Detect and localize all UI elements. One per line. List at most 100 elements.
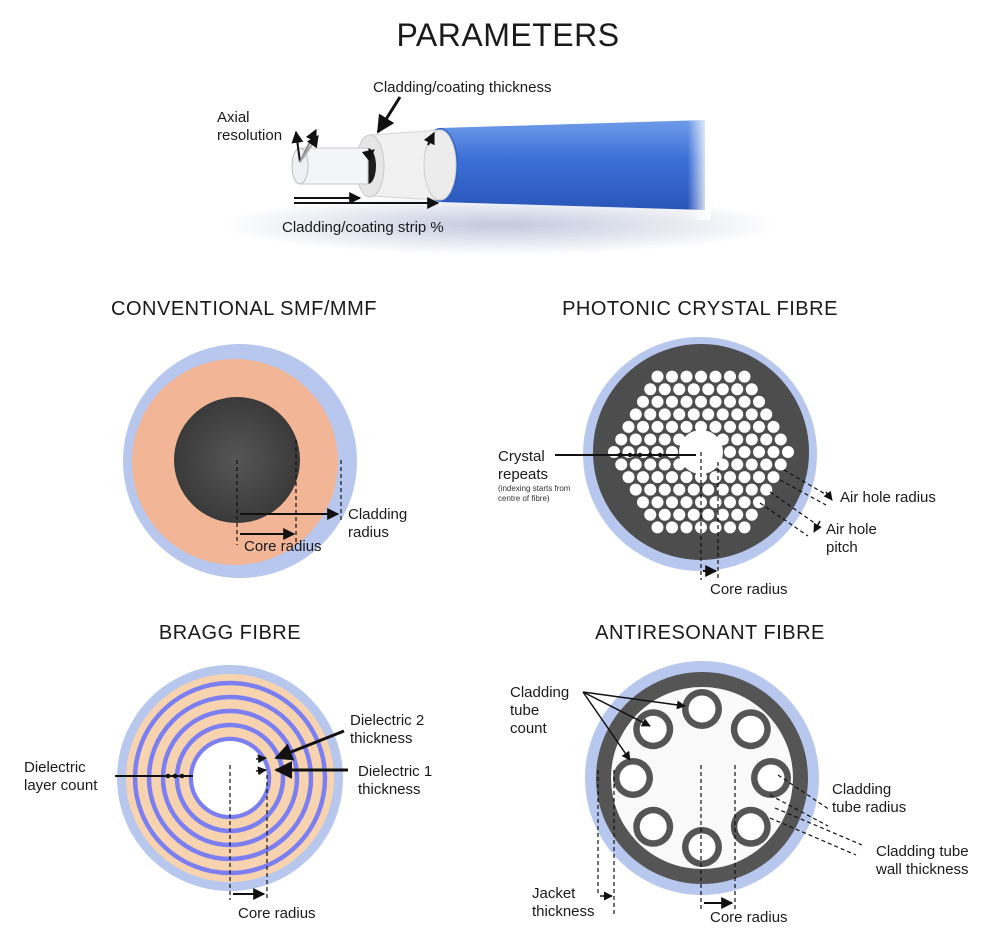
air-hole: [695, 521, 707, 534]
tube-count-label-line2: tube: [510, 702, 539, 719]
air-hole: [709, 370, 722, 383]
bragg-fibre: [115, 665, 348, 900]
air-hole: [658, 483, 671, 496]
air-hole: [695, 471, 707, 484]
air-hole: [666, 370, 678, 383]
air-hole: [666, 446, 678, 458]
heading-antiresonant: ANTIRESONANT FIBRE: [595, 622, 825, 644]
air-hole: [680, 420, 693, 433]
air-hole: [651, 496, 664, 509]
air-hole: [680, 370, 693, 383]
air-hole: [731, 383, 744, 396]
air-hole: [651, 521, 664, 534]
air-hole: [702, 483, 715, 496]
air-hole: [702, 383, 715, 396]
air-hole: [666, 395, 678, 408]
air-hole: [658, 433, 671, 446]
tube-radius-label-line1: Cladding: [832, 781, 891, 798]
air-hole: [644, 508, 657, 521]
bragg-core-radius-label: Core radius: [238, 905, 316, 922]
air-hole: [673, 408, 686, 421]
air-hole: [731, 433, 744, 446]
air-hole: [753, 471, 765, 484]
air-hole: [687, 383, 700, 396]
tube-count-label-line3: count: [510, 720, 548, 737]
dielectric-1-label-line2: thickness: [358, 781, 421, 798]
air-hole: [666, 496, 678, 509]
air-hole: [637, 395, 649, 408]
air-hole: [716, 383, 729, 396]
air-hole: [760, 483, 773, 496]
pcf-core-radius-label: Core radius: [710, 581, 788, 598]
heading-photonic: PHOTONIC CRYSTAL FIBRE: [562, 298, 838, 320]
air-hole: [760, 433, 773, 446]
heading-bragg: BRAGG FIBRE: [159, 622, 301, 644]
conventional-fibre: [123, 344, 357, 578]
air-hole: [615, 433, 628, 446]
air-hole: [753, 446, 765, 458]
page-title: PARAMETERS: [396, 17, 619, 53]
wall-thickness-label-line2: wall thickness: [875, 861, 969, 878]
tube-radius-label-line2: tube radius: [832, 799, 906, 816]
crystal-repeats-label-line2: repeats: [498, 466, 548, 483]
air-hole: [738, 395, 751, 408]
air-hole: [687, 408, 700, 421]
air-hole: [666, 471, 678, 484]
air-hole: [767, 420, 780, 433]
air-hole: [724, 395, 736, 408]
crystal-repeats-label-line1: Crystal: [498, 448, 545, 465]
air-hole: [716, 483, 729, 496]
air-hole: [724, 471, 736, 484]
air-hole: [695, 395, 707, 408]
cladding-tube-bore: [639, 813, 667, 841]
air-hole: [651, 395, 664, 408]
air-hole: [695, 370, 707, 383]
air-hole: [745, 458, 758, 471]
air-hole: [673, 508, 686, 521]
air-hole: [731, 458, 744, 471]
air-hole: [629, 433, 642, 446]
air-hole: [731, 483, 744, 496]
axial-resolution-label-line2: resolution: [217, 127, 282, 144]
air-hole: [753, 420, 765, 433]
tube-count-label-line1: Cladding: [510, 684, 569, 701]
air-hole: [716, 508, 729, 521]
air-hole: [774, 458, 787, 471]
air-hole: [651, 471, 664, 484]
air-hole: [767, 471, 780, 484]
air-hole: [702, 408, 715, 421]
air-hole: [745, 433, 758, 446]
cladding-tube-bore: [737, 715, 765, 743]
air-hole: [651, 370, 664, 383]
dielectric-layer-count-line2: layer count: [24, 777, 98, 794]
cladding-tube-bore: [688, 695, 716, 723]
air-hole: [709, 496, 722, 509]
wall-thickness-label-line1: Cladding tube: [876, 843, 969, 860]
cladding-coating-thickness-label: Cladding/coating thickness: [373, 79, 551, 96]
air-hole: [637, 420, 649, 433]
cladding-radius-label-line1: Cladding: [348, 506, 407, 523]
air-hole: [738, 370, 751, 383]
air-hole: [651, 420, 664, 433]
air-hole: [709, 420, 722, 433]
cladding-tube-bore: [688, 833, 716, 861]
air-hole: [702, 508, 715, 521]
air-hole: [731, 408, 744, 421]
air-hole: [680, 521, 693, 534]
heading-conventional: CONVENTIONAL SMF/MMF: [111, 298, 377, 320]
conventional-core-radius-label: Core radius: [244, 538, 322, 555]
air-hole: [745, 483, 758, 496]
air-hole: [709, 395, 722, 408]
air-hole: [738, 471, 751, 484]
air-hole: [644, 458, 657, 471]
air-hole: [716, 408, 729, 421]
axial-resolution-label-line1: Axial: [217, 109, 250, 126]
air-hole: [760, 408, 773, 421]
air-hole: [629, 458, 642, 471]
dielectric-2-label-line2: thickness: [350, 730, 413, 747]
air-hole: [738, 496, 751, 509]
air-hole: [658, 408, 671, 421]
air-hole: [680, 471, 693, 484]
air-hole: [709, 471, 722, 484]
